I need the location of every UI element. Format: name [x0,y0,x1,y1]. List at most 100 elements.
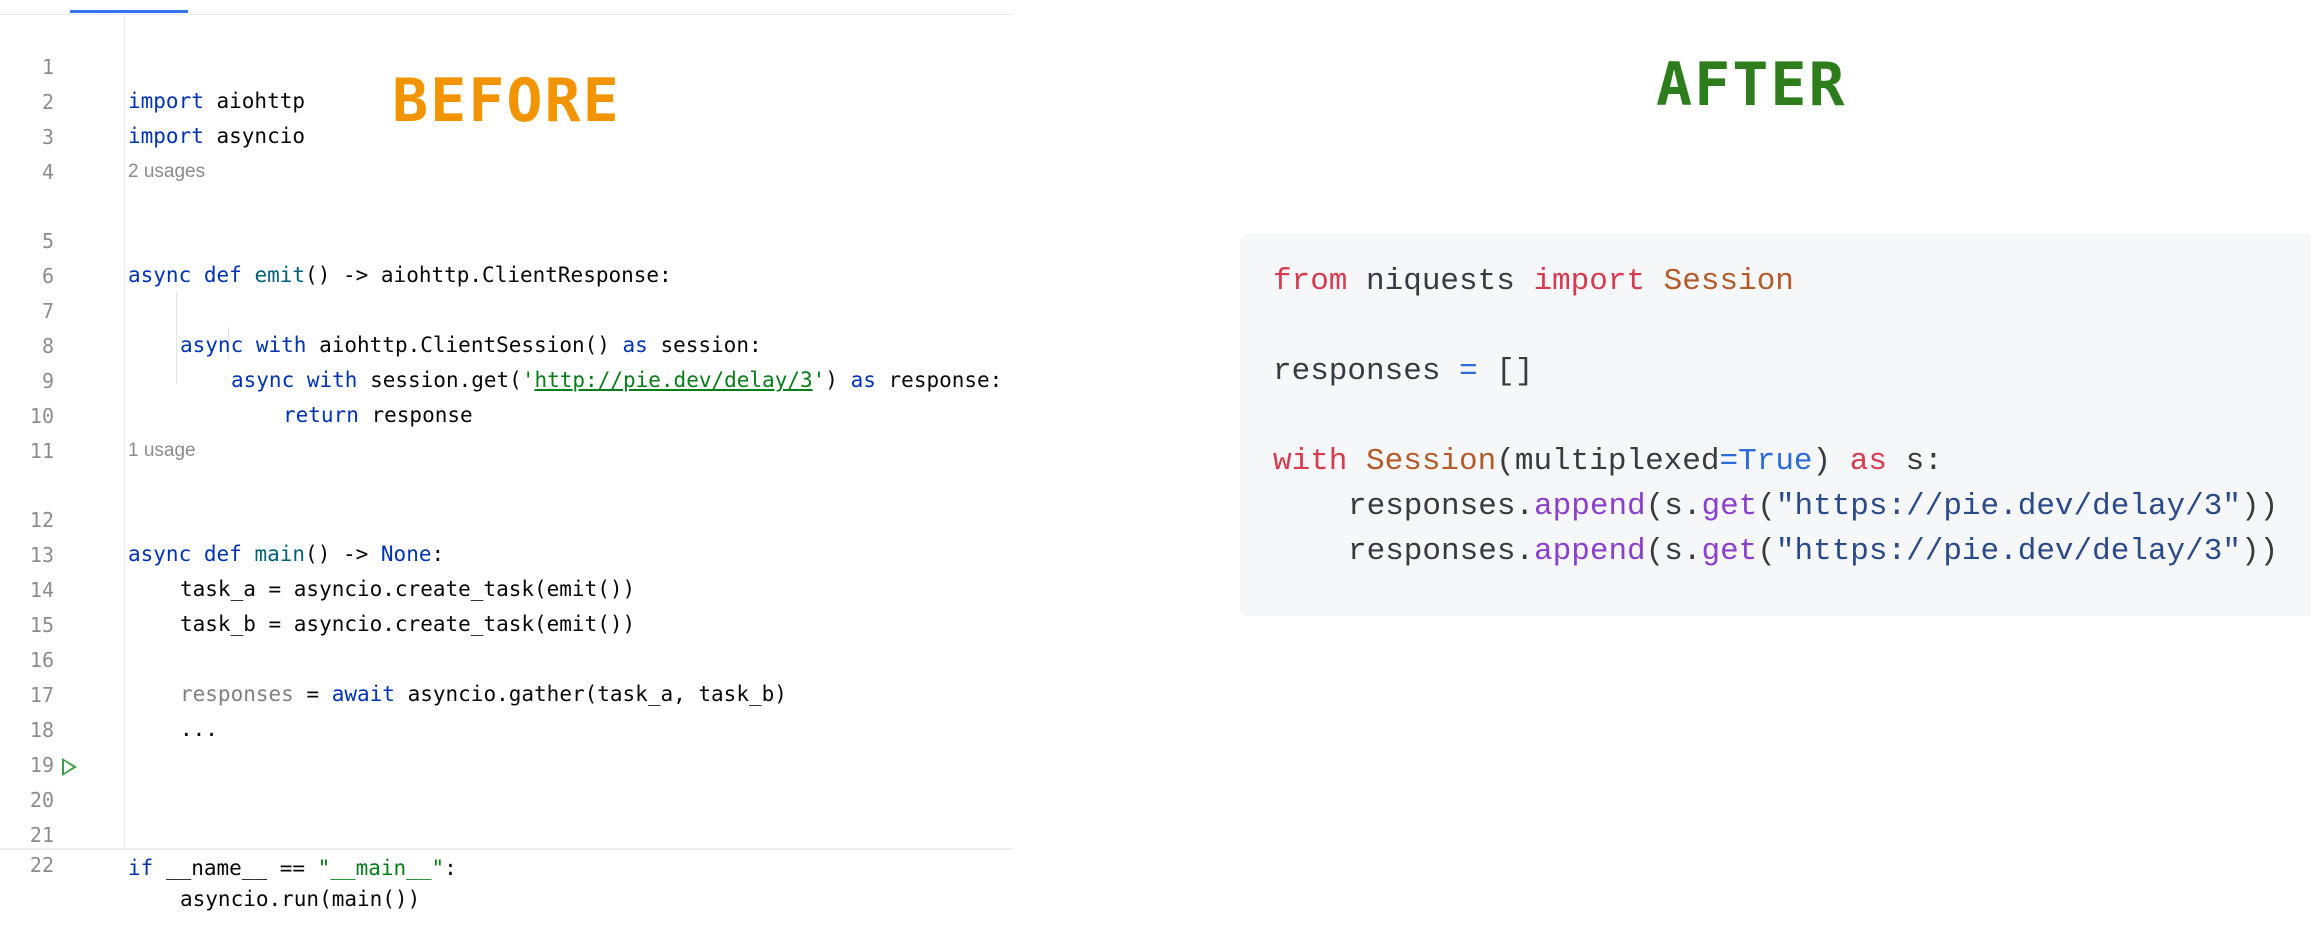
code-line[interactable]: 6 [0,225,1012,288]
keyword: with [1273,444,1348,479]
keyword: if [128,856,154,880]
code-text: session.get( [357,368,522,392]
string-literal: "https://pie.dev/delay/3" [1775,534,2241,569]
line-number: 12 [29,508,54,532]
code-line[interactable]: 15 [0,574,1012,637]
code-text: session: [647,333,762,357]
code-line[interactable]: 11 [0,400,1012,463]
code-text: response [358,403,473,427]
code-line[interactable]: 2 import asyncio [0,51,1012,148]
code-text: ) [825,368,851,392]
class-name: Session [1645,264,1794,299]
string-quote: ' [812,368,826,392]
url-link[interactable]: http://pie.dev/delay/3 [534,368,813,392]
code-editor[interactable]: 1 import aiohttp 2 import asyncio 3 4 2 … [0,0,1012,911]
line-number: 19 [29,753,54,777]
method-name: get [1701,489,1758,524]
code-text: responses. [1348,489,1535,524]
code-text: __name__ == [153,856,318,880]
line-number: 20 [29,788,54,812]
code-line[interactable]: 5 async def emit() -> aiohttp.ClientResp… [0,190,1012,287]
line-number: 2 [41,90,54,114]
code-line[interactable]: 20 if __name__ == "__main__": [0,749,1012,880]
line-number: 7 [41,299,54,323]
keyword: from [1273,264,1348,299]
code-line[interactable]: 17 ... [0,644,1012,741]
code-text: aiohttp [203,89,306,113]
code-line[interactable]: 7 async with aiohttp.ClientSession() as … [0,260,1012,357]
snippet-line: responses.append(s.get("https://pie.dev/… [1348,530,2278,574]
code-text: [] [1477,354,1534,389]
code-line[interactable]: 18 [0,679,1012,742]
method-name: append [1534,489,1646,524]
editor-bottom-border [0,848,1012,850]
code-text: () -> aiohttp.ClientResponse: [305,263,672,287]
usages-hint[interactable]: 1 usage [128,440,196,461]
snippet-line: responses = [] [1273,350,1533,394]
string-literal: "https://pie.dev/delay/3" [1775,489,2241,524]
line-number: 11 [29,439,54,463]
keyword: def [203,263,242,287]
keyword: return [283,403,359,427]
line-number: 17 [29,683,54,707]
keyword: as [850,368,876,392]
code-line[interactable]: 4 [0,121,1012,184]
line-number: 13 [29,543,54,567]
code-text: (s. [1645,534,1702,569]
line-number: 16 [29,648,54,672]
code-text: )) [2240,534,2279,569]
line-number: 8 [41,334,54,358]
module-name: niquests [1347,264,1534,299]
gutter-separator [124,15,125,848]
keyword: with [306,368,358,392]
keyword: import [128,124,204,148]
string-quote: ' [521,368,535,392]
code-line[interactable]: 14 task_b = asyncio.create_task(emit()) [0,539,1012,636]
method-name: append [1534,534,1646,569]
keyword: async [180,333,244,357]
code-line[interactable]: 1 import aiohttp [0,16,1012,113]
code-text: ... [180,717,218,741]
snippet-line: from niquests import Session [1273,260,1794,304]
code-line[interactable]: 9 return response [0,330,1012,427]
line-number: 18 [29,718,54,742]
line-number: 9 [41,369,54,393]
after-code-block: from niquests import Session responses =… [1240,234,2311,616]
editor-top-border [0,14,1012,15]
code-text: asyncio.run(main()) [180,887,421,911]
code-text: asyncio [203,124,306,148]
line-number: 21 [29,823,54,847]
line-number: 10 [29,404,54,428]
code-text: responses. [1348,534,1535,569]
code-text: aiohttp.ClientSession() [306,333,623,357]
before-label: BEFORE [392,66,621,136]
after-label: AFTER [1656,50,1847,120]
function-name: main [254,542,306,566]
line-number: 5 [41,229,54,253]
code-line[interactable]: 12 async def main() -> None: [0,469,1012,566]
keyword: await [331,682,395,706]
code-line[interactable]: 19 [0,714,1012,777]
unused-variable: responses [180,682,294,706]
code-text: task_a = asyncio.create_task(emit()) [180,577,636,601]
method-name: get [1701,534,1758,569]
keyword: async [128,263,192,287]
code-line[interactable]: 10 [0,365,1012,428]
code-text: )) [2240,489,2279,524]
code-line[interactable]: 22 asyncio.run(main()) [0,814,1012,911]
code-text: s: [1886,444,1943,479]
usages-hint[interactable]: 2 usages [128,161,206,182]
variable: responses [1273,354,1460,389]
indent-guide [228,327,229,359]
keyword: async [128,542,192,566]
code-line[interactable]: 13 task_a = asyncio.create_task(emit()) [0,504,1012,601]
code-line[interactable]: 8 async with session.get('http://pie.dev… [0,295,1012,392]
code-line[interactable]: 3 [0,86,1012,149]
string-literal: "__main__" [317,856,445,880]
code-line[interactable]: 16 responses = await asyncio.gather(task… [0,609,1012,706]
code-text: ( [1757,534,1776,569]
run-icon[interactable] [62,758,77,776]
line-number: 6 [41,264,54,288]
code-line[interactable]: 21 [0,784,1012,847]
snippet-line: responses.append(s.get("https://pie.dev/… [1348,485,2278,529]
